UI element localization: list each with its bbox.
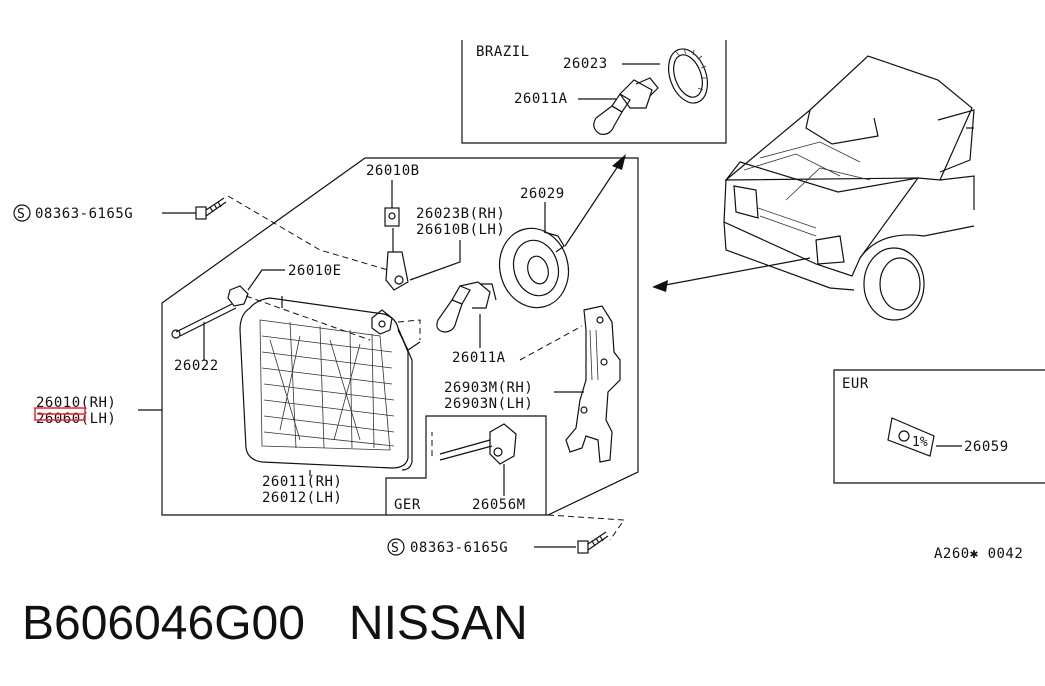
clip-26010b: 26010B <box>366 163 420 291</box>
svg-text:1%: 1% <box>912 435 928 450</box>
part-26903m-label: 26903M(RH) <box>444 380 533 396</box>
part-26012-label: 26012(LH) <box>262 490 342 506</box>
reference-code: A260✱ 0042 <box>934 546 1023 562</box>
part-26010b-label: 26010B <box>366 163 420 179</box>
part-26011a-brazil-label: 26011A <box>514 91 568 107</box>
bracket-26903: 26903M(RH) 26903N(LH) <box>444 305 621 463</box>
part-26022-label: 26022 <box>174 358 219 374</box>
screw-icon <box>195 197 227 220</box>
part-26903n-label: 26903N(LH) <box>444 396 533 412</box>
screw-26022: 26022 <box>171 303 237 374</box>
vehicle-sketch <box>723 55 975 321</box>
part-26023-label: 26023 <box>563 56 608 72</box>
spring-clip-group: 26023B(RH) 26610B(LH) <box>409 206 505 281</box>
part-26610b-label: 26610B(LH) <box>416 222 505 238</box>
headlamp-assembly-box <box>138 157 639 516</box>
part-26060-label: 26060(LH) <box>36 411 116 427</box>
s-mark-bottom: S <box>391 541 399 556</box>
dust-cap-26029: 26029 <box>498 186 570 309</box>
s-mark-bottom-icon <box>387 538 405 556</box>
footer-brand: NISSAN <box>348 597 528 650</box>
part-26011a-label: 26011A <box>452 350 506 366</box>
s-mark-top: S <box>17 207 25 222</box>
highlight-box <box>34 407 86 421</box>
bulb-26011a: 26011A <box>436 281 583 366</box>
headlamp-unit <box>239 296 421 471</box>
screw-bottom-icon <box>577 531 609 554</box>
parking-bulb-icon <box>439 423 517 465</box>
footer: B606046G00 NISSAN <box>22 596 572 651</box>
ger-inset: GER 26056M <box>385 415 625 541</box>
socket-ring-icon <box>667 48 709 104</box>
footer-part-number: B606046G00 <box>22 597 305 650</box>
eur-label: EUR <box>842 376 869 392</box>
arrow-to-brazil <box>564 154 626 247</box>
bolt-top-label: 08363-6165G <box>35 206 133 222</box>
part-26059-label: 26059 <box>964 439 1009 455</box>
brazil-inset: BRAZIL 26023 26011A <box>461 40 727 144</box>
bolt-bottom-label: 08363-6165G <box>410 540 508 556</box>
part-26010e-label: 26010E <box>288 263 342 279</box>
part-26010-label: 26010(RH) <box>36 395 116 411</box>
bolt-bottom: S 08363-6165G <box>387 531 609 556</box>
part-26029-label: 26029 <box>520 186 565 202</box>
adjuster-26010e: 26010E <box>227 263 371 341</box>
ger-label: GER <box>394 497 421 513</box>
main-part-labels: 26010(RH) 26060(LH) 26011(RH) 26012(LH) <box>34 395 342 506</box>
s-mark-icon <box>13 204 31 222</box>
arrow-to-lamp <box>652 257 811 292</box>
bulb-icon <box>593 77 659 135</box>
eur-inset: EUR 1% 26059 <box>833 369 1045 484</box>
bolt-top: S 08363-6165G <box>13 195 389 271</box>
part-26023b-label: 26023B(RH) <box>416 206 505 222</box>
part-26011-label: 26011(RH) <box>262 474 342 490</box>
label-plate-icon: 1% <box>887 417 935 457</box>
brazil-label: BRAZIL <box>476 44 530 60</box>
part-26056m-label: 26056M <box>472 497 526 513</box>
